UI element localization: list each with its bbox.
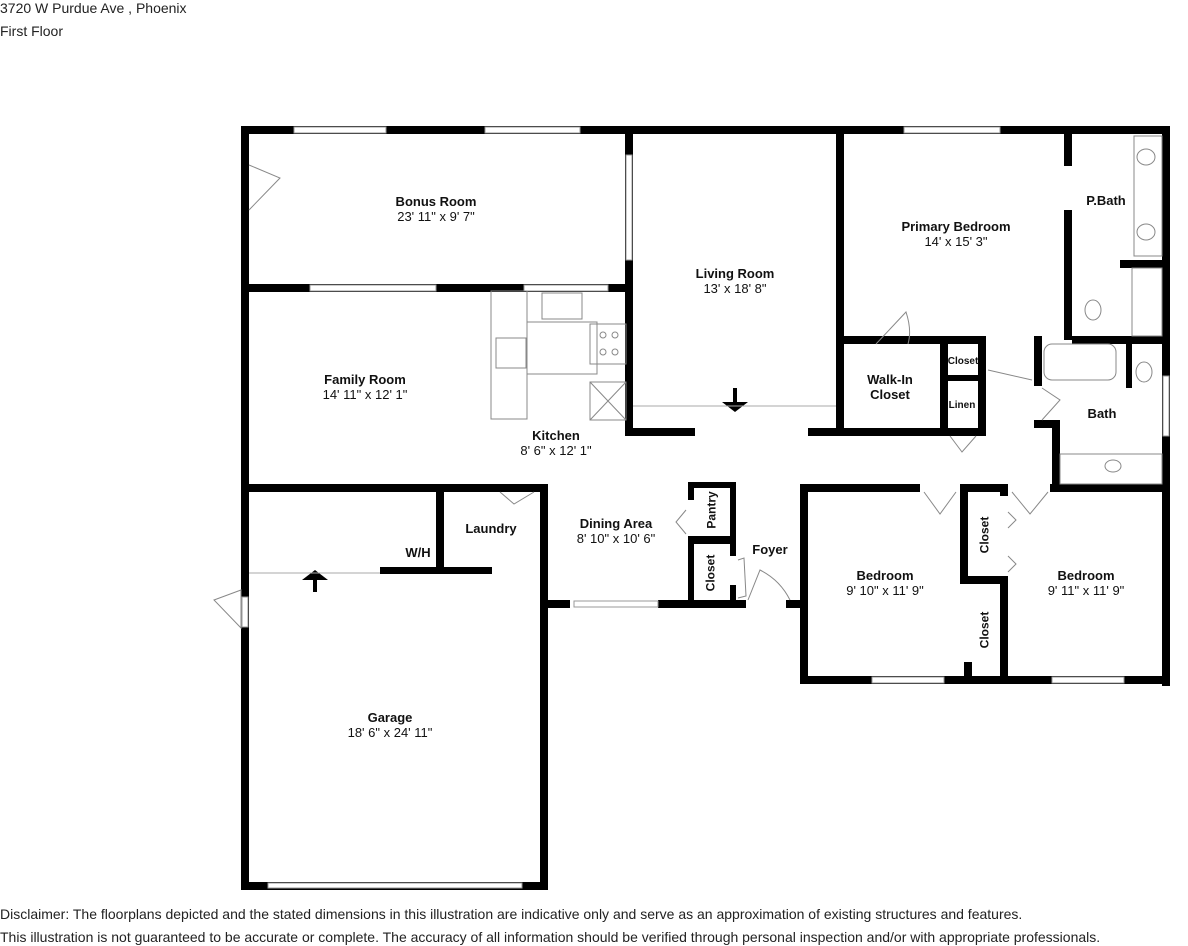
- room-bedroom-2: Bedroom 9' 11" x 11' 9": [1047, 568, 1125, 598]
- room-closet-bedroom-upper: Closet: [977, 516, 992, 554]
- room-closet-bedroom-lower: Closet: [977, 611, 992, 649]
- room-kitchen: Kitchen 8' 6" x 12' 1": [520, 428, 592, 458]
- room-foyer: Foyer: [752, 542, 788, 557]
- floor-label: First Floor: [0, 23, 63, 39]
- disclaimer-line-2: This illustration is not guaranteed to b…: [0, 929, 1101, 945]
- room-walk-in-closet: Walk-In Closet: [867, 372, 913, 402]
- room-bath: Bath: [1087, 406, 1117, 421]
- doors: [213, 164, 1061, 630]
- room-living-room: Living Room 13' x 18' 8": [695, 266, 775, 296]
- garage-door-line: [249, 405, 836, 574]
- room-p-bath: P.Bath: [1086, 193, 1126, 208]
- entry-arrows: [302, 388, 748, 592]
- address-title: 3720 W Purdue Ave , Phoenix: [0, 0, 187, 16]
- disclaimer-line-1: Disclaimer: The floorplans depicted and …: [0, 906, 1023, 922]
- room-dining-area: Dining Area 8' 10" x 10' 6": [576, 516, 656, 546]
- room-laundry: Laundry: [465, 521, 517, 536]
- bath-fixtures: [1043, 135, 1163, 485]
- room-garage: Garage 18' 6" x 24' 11": [347, 710, 433, 740]
- room-pantry: Pantry: [704, 491, 719, 529]
- room-closet-hall: Closet: [947, 356, 979, 367]
- room-primary-bedroom: Primary Bedroom 14' x 15' 3": [901, 219, 1011, 249]
- kitchen-fixtures: [490, 290, 627, 421]
- room-closet-foyer: Closet: [703, 554, 718, 592]
- room-family-room: Family Room 14' 11" x 12' 1": [322, 372, 408, 402]
- room-water-heater: W/H: [405, 545, 431, 560]
- windows: [241, 126, 1170, 889]
- room-bedroom-1: Bedroom 9' 10" x 11' 9": [846, 568, 924, 598]
- room-bonus-room: Bonus Room 23' 11" x 9' 7": [395, 194, 477, 224]
- walls: [241, 126, 1170, 890]
- room-linen: Linen: [948, 400, 976, 411]
